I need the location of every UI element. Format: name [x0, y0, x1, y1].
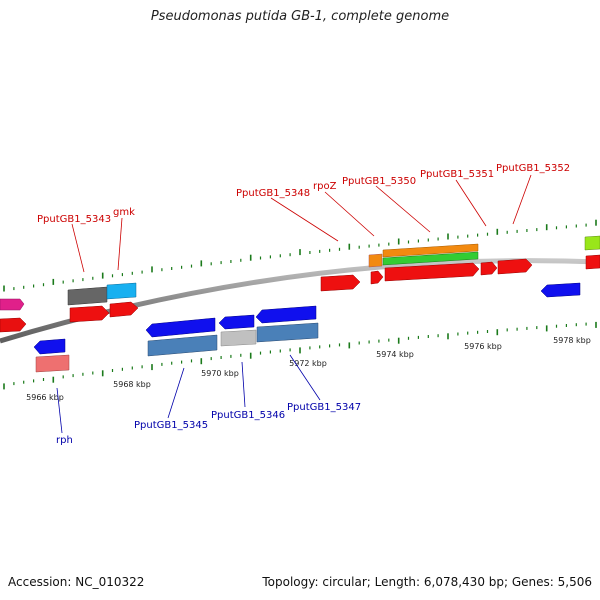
gene-steel-5347[interactable]: [256, 322, 319, 343]
gene-label-pputgb1-5350[interactable]: PputGB1_5350: [342, 176, 416, 187]
gene-cyan-gmk[interactable]: [106, 282, 137, 300]
gene-label-pputgb1-5343[interactable]: PputGB1_5343: [37, 214, 111, 225]
gene-label-pputgb1-5347[interactable]: PputGB1_5347: [287, 402, 361, 413]
gene-orange-rpoZ[interactable]: [382, 243, 479, 258]
gene-label-pputgb1-5352[interactable]: PputGB1_5352: [496, 163, 570, 174]
gene-label-gmk[interactable]: gmk: [113, 207, 135, 218]
label-leaders-top: [71, 174, 532, 273]
scale-ticks-outer: [3, 219, 597, 292]
gene-label-pputgb1-5345[interactable]: PputGB1_5345: [134, 420, 208, 431]
gene-green-5350[interactable]: [382, 251, 479, 266]
gene-lightgray-5346[interactable]: [220, 329, 257, 347]
gene-red-left[interactable]: [0, 317, 27, 333]
scale-label-5970: 5970 kbp: [201, 369, 239, 378]
scale-ticks-inner: [3, 321, 597, 390]
gene-red-5343b[interactable]: [109, 301, 139, 318]
gene-label-pputgb1-5348[interactable]: PputGB1_5348: [236, 188, 310, 199]
gene-blue-5347[interactable]: [255, 305, 317, 324]
gene-red-5343a[interactable]: [69, 305, 110, 323]
gene-blue-5346[interactable]: [218, 314, 255, 330]
scale-label-5974: 5974 kbp: [376, 350, 414, 359]
scale-label-5968: 5968 kbp: [113, 380, 151, 389]
scale-label-5972: 5972 kbp: [289, 359, 327, 368]
topology-summary: Topology: circular; Length: 6,078,430 bp…: [262, 575, 592, 589]
gene-blue-5345[interactable]: [145, 317, 216, 338]
gene-red-5351[interactable]: [480, 261, 498, 276]
gene-pink-left[interactable]: [0, 298, 25, 311]
gene-blue-rph[interactable]: [33, 338, 66, 355]
gene-steel-5345[interactable]: [147, 334, 218, 357]
gene-label-rpoz[interactable]: rpoZ: [313, 181, 337, 192]
scale-label-5978: 5978 kbp: [553, 336, 591, 345]
gene-gray-5343[interactable]: [67, 286, 108, 306]
scale-label-5966: 5966 kbp: [26, 393, 64, 402]
gene-label-pputgb1-5351[interactable]: PputGB1_5351: [420, 169, 494, 180]
gene-red-5348[interactable]: [320, 274, 361, 292]
gene-label-rph[interactable]: rph: [56, 435, 73, 446]
gene-red-5350[interactable]: [384, 262, 480, 282]
gene-label-pputgb1-5346[interactable]: PputGB1_5346: [211, 410, 285, 421]
scale-label-5976: 5976 kbp: [464, 342, 502, 351]
map-title: Pseudomonas putida GB-1, complete genome: [150, 9, 450, 24]
label-leaders-bottom: [56, 354, 321, 434]
accession-text: Accession: NC_010322: [8, 575, 145, 589]
gene-lime-right[interactable]: [584, 235, 600, 251]
gene-orange[interactable]: [368, 253, 383, 268]
gene-salmon-rph[interactable]: [35, 354, 70, 373]
gene-blue-right[interactable]: [540, 282, 581, 298]
gene-red-right[interactable]: [585, 254, 600, 270]
gene-red-5352[interactable]: [497, 258, 533, 275]
gene-red-rpoZ[interactable]: [370, 270, 384, 285]
